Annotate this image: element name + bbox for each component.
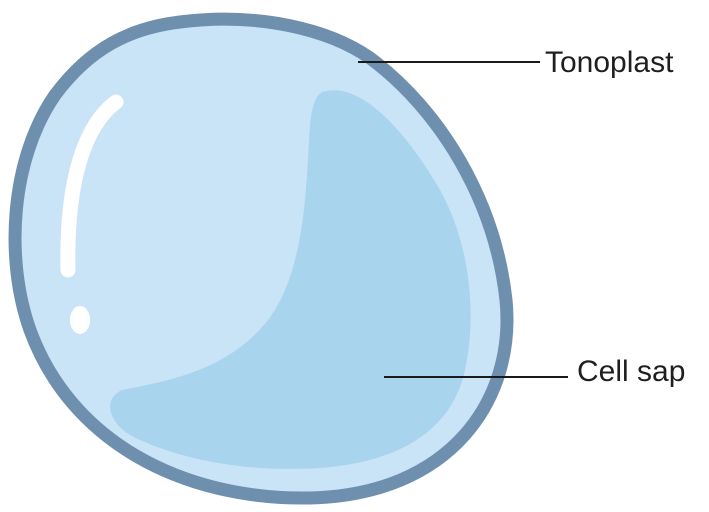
- tonoplast-label: Tonoplast: [545, 46, 674, 79]
- highlight-dot: [70, 306, 90, 334]
- cell-sap-label: Cell sap: [577, 355, 685, 388]
